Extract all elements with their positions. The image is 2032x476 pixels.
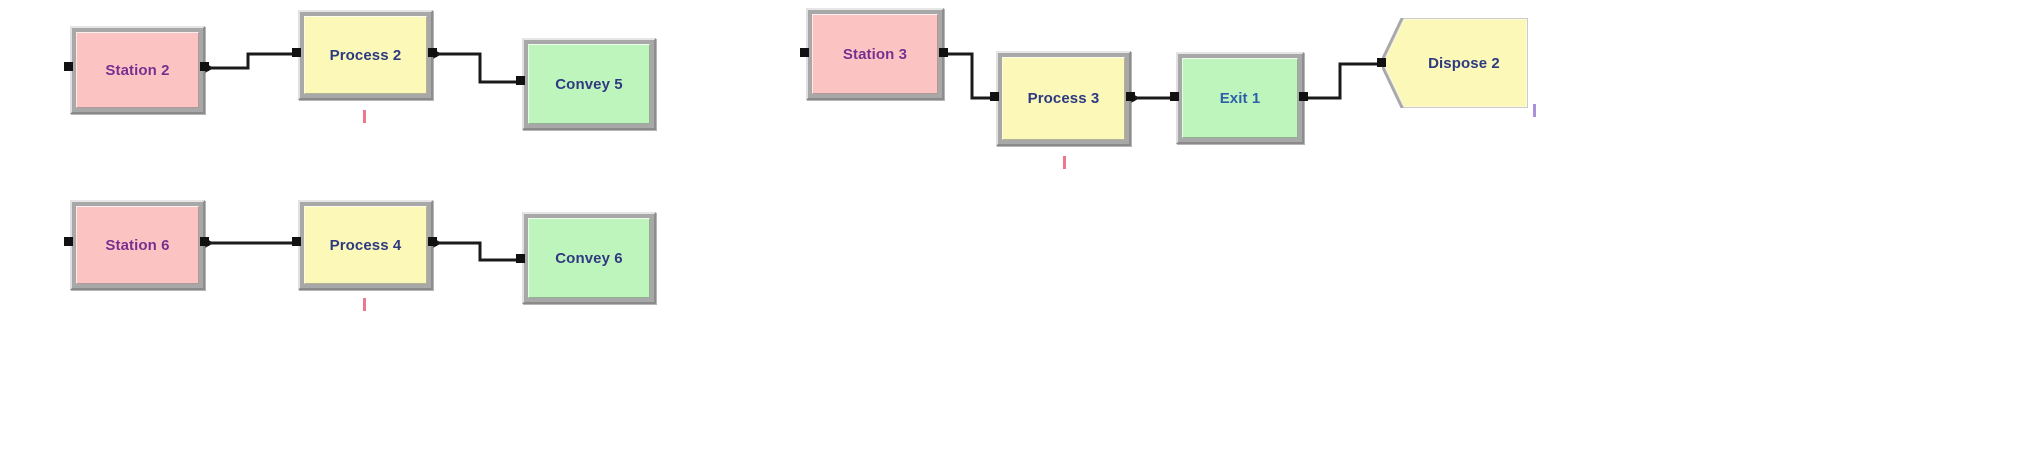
node-label: Station 3: [842, 45, 908, 63]
node-label: Process 2: [329, 46, 402, 64]
node-label: Convey 6: [555, 249, 623, 267]
node-face: Station 2: [76, 32, 199, 108]
node-process-3[interactable]: Process 3: [996, 51, 1131, 146]
node-process-2[interactable]: Process 2: [298, 10, 433, 100]
status-tick-process-2: [363, 110, 366, 123]
node-face: Convey 5: [528, 44, 650, 124]
node-station-6[interactable]: Station 6: [70, 200, 205, 290]
connector-station3-to-process3[interactable]: [944, 52, 992, 100]
connector-nub-convey-5-left[interactable]: [516, 76, 525, 85]
node-label: Convey 5: [555, 75, 623, 93]
connector-nub-process-2-right[interactable]: [428, 48, 437, 57]
node-face: Station 6: [76, 206, 199, 284]
connector-nub-process-4-left[interactable]: [292, 237, 301, 246]
node-exit-1[interactable]: Exit 1: [1176, 52, 1304, 144]
status-tick-dispose-2: [1533, 104, 1536, 117]
node-label: Process 4: [329, 236, 402, 254]
status-tick-process-3: [1063, 156, 1066, 169]
node-process-4[interactable]: Process 4: [298, 200, 433, 290]
connector-nub-process-4-right[interactable]: [428, 237, 437, 246]
node-station-3[interactable]: Station 3: [806, 8, 944, 100]
connector-nub-exit-1-right[interactable]: [1299, 92, 1308, 101]
connector-nub-dispose-2-left[interactable]: [1377, 58, 1386, 67]
node-face: Exit 1: [1182, 58, 1298, 138]
node-label: Station 2: [105, 61, 170, 79]
connector-nub-station-2-left[interactable]: [64, 62, 73, 71]
connector-nub-process-2-left[interactable]: [292, 48, 301, 57]
node-label: Station 6: [105, 236, 170, 254]
node-convey-5[interactable]: Convey 5: [522, 38, 656, 130]
node-label: Process 3: [1027, 90, 1100, 107]
connector-nub-exit-1-left[interactable]: [1170, 92, 1179, 101]
connector-nub-station-2-right[interactable]: [200, 62, 209, 71]
connector-nub-process-3-right[interactable]: [1126, 92, 1135, 101]
node-face: Process 2: [304, 16, 427, 94]
node-face: Process 4: [304, 206, 427, 284]
connector-station2-to-process2[interactable]: [205, 52, 294, 70]
node-convey-6[interactable]: Convey 6: [522, 212, 656, 304]
node-label: Exit 1: [1219, 89, 1261, 107]
connector-nub-station-6-left[interactable]: [64, 237, 73, 246]
connector-process2-to-convey5[interactable]: [433, 52, 518, 84]
connector-process4-to-convey6[interactable]: [433, 241, 518, 262]
connector-nub-station-6-right[interactable]: [200, 237, 209, 246]
connector-nub-station-3-left[interactable]: [800, 48, 809, 57]
connector-exit1-to-dispose2[interactable]: [1304, 62, 1379, 100]
node-dispose-2[interactable]: Dispose 2: [1382, 18, 1528, 108]
dispose-shape: [1382, 18, 1528, 108]
node-face: Process 3: [1002, 57, 1125, 140]
node-station-2[interactable]: Station 2: [70, 26, 205, 114]
node-face: Station 3: [812, 14, 938, 94]
status-tick-process-4: [363, 298, 366, 311]
node-face: Convey 6: [528, 218, 650, 298]
node-label: Dispose 2: [1428, 54, 1500, 72]
connector-nub-convey-6-left[interactable]: [516, 254, 525, 263]
connector-nub-station-3-right[interactable]: [939, 48, 948, 57]
connector-nub-process-3-left[interactable]: [990, 92, 999, 101]
